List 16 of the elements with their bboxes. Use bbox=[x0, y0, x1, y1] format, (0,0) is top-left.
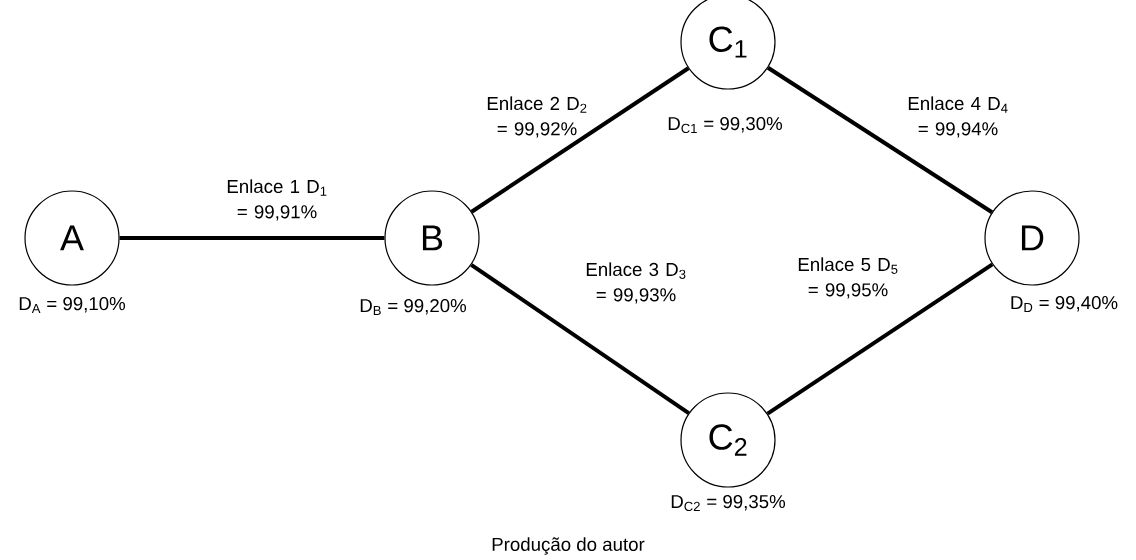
availability-label: D$_{D}$ = 99,40% bbox=[1011, 296, 1118, 312]
availability-label: D$_{C1}$ = 99,30% bbox=[668, 116, 783, 133]
link-line bbox=[470, 263, 690, 415]
link-label: Enlace 2 D$_{2}$ = 99,92% bbox=[487, 96, 587, 138]
link-label: Enlace 1 D$_{1}$ = 99,91% bbox=[227, 179, 327, 221]
caption: Produção do autor bbox=[492, 537, 645, 555]
link-line bbox=[470, 66, 690, 214]
link-line bbox=[119, 236, 385, 240]
link-line bbox=[766, 66, 994, 214]
availability-label: D$_{C2}$ = 99,35% bbox=[671, 494, 786, 511]
link-label: Enlace 3 D$_{3}$ = 99,93% bbox=[586, 262, 686, 304]
availability-label: D$_{A}$ = 99,10% bbox=[19, 297, 126, 313]
link-line bbox=[766, 262, 994, 416]
link-label: Enlace 5 D$_{5}$ = 99,95% bbox=[798, 257, 898, 299]
availability-label: D$_{B}$ = 99,20% bbox=[360, 299, 467, 315]
link-label: Enlace 4 D$_{4}$ = 99,94% bbox=[908, 96, 1008, 138]
